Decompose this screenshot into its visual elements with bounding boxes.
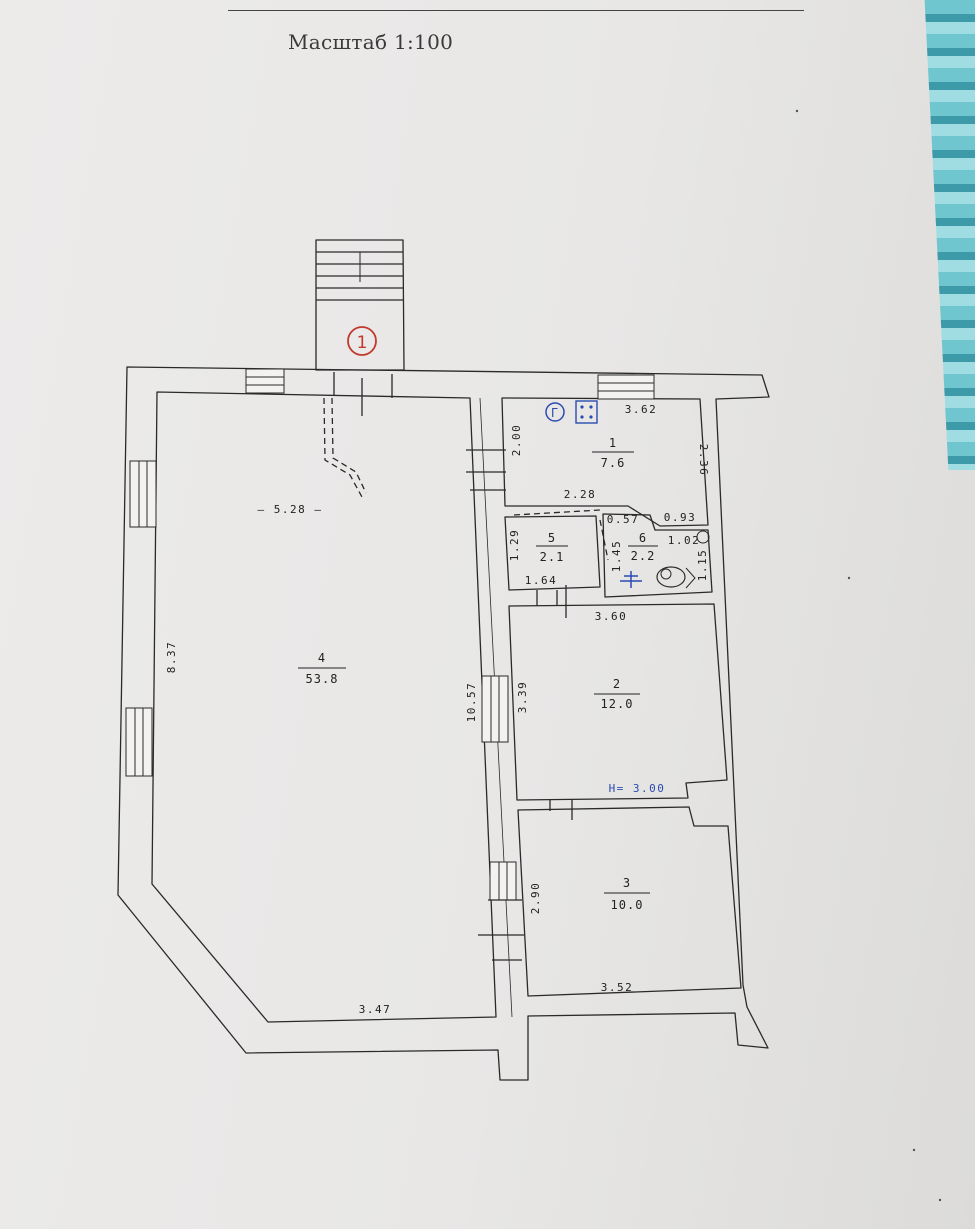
stove-icon <box>575 400 598 424</box>
svg-text:2.1: 2.1 <box>540 550 565 564</box>
svg-text:4: 4 <box>318 651 326 665</box>
room-2-outline <box>508 603 728 801</box>
sink-icon <box>620 571 642 588</box>
heater-icon <box>696 530 710 544</box>
svg-text:5: 5 <box>548 531 556 545</box>
dim-r1-left: 2.00 <box>510 424 523 457</box>
room-label-6: 6 2.2 <box>628 531 658 563</box>
room-6-outline <box>602 513 713 598</box>
dim-r6-b: 0.93 <box>664 511 697 524</box>
svg-text:10.0: 10.0 <box>611 898 644 912</box>
window <box>129 460 157 528</box>
dim-r1-top: 3.62 <box>625 403 658 416</box>
svg-text:6: 6 <box>639 531 647 545</box>
dim-r1-bottom: 2.28 <box>564 488 597 501</box>
svg-text:1: 1 <box>357 333 368 353</box>
svg-text:7.6: 7.6 <box>601 456 626 470</box>
window <box>245 368 285 394</box>
dim-r6-e: 1.15 <box>696 549 709 582</box>
dim-r4-right: 10.57 <box>465 682 478 723</box>
svg-text:2: 2 <box>613 677 621 691</box>
dim-r2-top: 3.60 <box>595 610 628 623</box>
room-label-1: 1 7.6 <box>592 436 634 470</box>
dim-r4-width: — 5.28 — <box>258 503 323 516</box>
dim-r2-left: 3.39 <box>516 681 529 714</box>
dim-r5-left: 1.29 <box>508 529 521 562</box>
svg-text:3: 3 <box>623 876 631 890</box>
window <box>489 861 517 901</box>
room-1-outline <box>501 397 709 527</box>
room-label-2: 2 12.0 <box>594 677 640 711</box>
room-label-3: 3 10.0 <box>604 876 650 912</box>
svg-text:Г: Г <box>551 406 559 420</box>
dim-r1-right: 2.36 <box>697 444 710 477</box>
svg-text:12.0: 12.0 <box>601 697 634 711</box>
dim-r5-bottom: 1.64 <box>525 574 558 587</box>
dim-r4-left: 8.37 <box>165 641 178 674</box>
scale-label: Масштаб 1:100 <box>288 30 454 54</box>
window <box>597 374 655 400</box>
boiler-marker-icon <box>545 402 565 422</box>
window <box>125 707 153 777</box>
room-label-5: 5 2.1 <box>536 531 568 564</box>
svg-text:53.8: 53.8 <box>306 672 339 686</box>
dim-r6-c: 1.02 <box>668 534 701 547</box>
dim-r4-bottom: 3.47 <box>359 1003 392 1016</box>
room-4-inner-wall <box>151 391 497 1023</box>
window <box>481 675 509 743</box>
outer-wall <box>117 366 770 1081</box>
dim-r6-d: 1.45 <box>610 540 623 573</box>
svg-text:1: 1 <box>609 436 617 450</box>
dim-r3-bottom: 3.52 <box>601 981 634 994</box>
dim-r6-a: 0.57 <box>607 513 640 526</box>
entrance-marker-icon <box>347 326 377 356</box>
top-rule-line <box>228 10 804 11</box>
room-5-outline <box>504 515 601 591</box>
room-3-outline <box>517 806 742 997</box>
room-label-4: 4 53.8 <box>298 651 346 686</box>
dim-r3-left: 2.90 <box>529 882 542 915</box>
svg-text:2.2: 2.2 <box>631 549 656 563</box>
ceiling-height: H= 3.00 <box>609 782 666 795</box>
toilet-icon <box>656 566 686 588</box>
porch <box>315 239 405 371</box>
